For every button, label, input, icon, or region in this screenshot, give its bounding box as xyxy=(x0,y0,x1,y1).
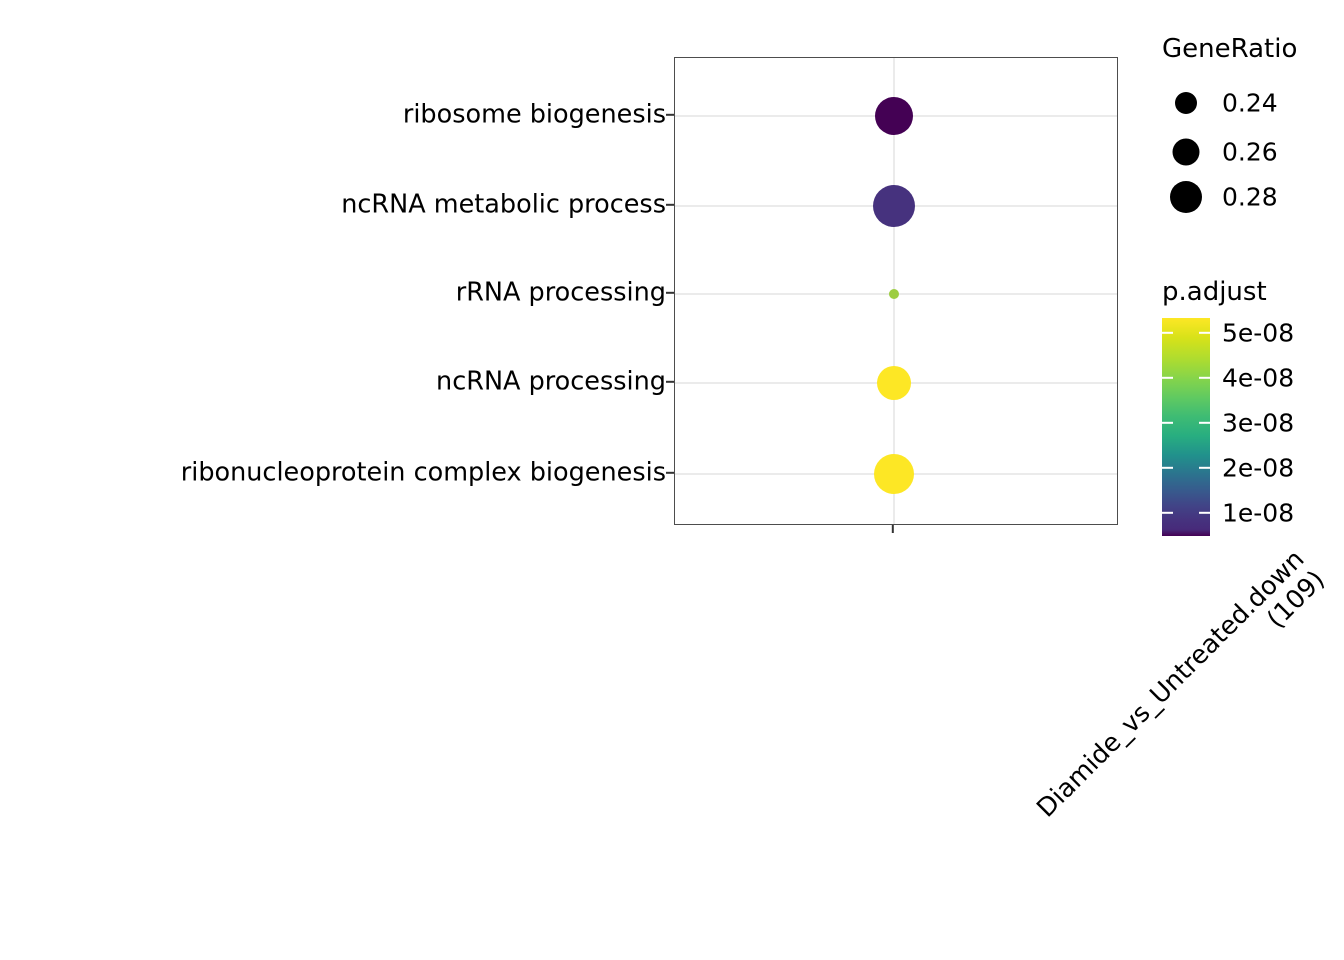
y-axis: ribosome biogenesis ncRNA metabolic proc… xyxy=(0,0,666,960)
y-tick-mark xyxy=(666,291,674,295)
y-tick-mark xyxy=(666,380,674,384)
colorbar-tick xyxy=(1199,376,1210,380)
y-tick-label-rrna-processing: rRNA processing xyxy=(455,277,666,308)
colorbar-tick xyxy=(1199,466,1210,470)
colorbar-tick xyxy=(1162,511,1173,515)
data-point-ncrna-processing[interactable] xyxy=(877,366,911,400)
legend-generatio-marker-028 xyxy=(1170,181,1202,213)
colorbar-gradient xyxy=(1162,318,1210,536)
colorbar-tick xyxy=(1199,511,1210,515)
colorbar-tick xyxy=(1162,466,1173,470)
y-tick-label-ncrna-metabolic-process: ncRNA metabolic process xyxy=(341,189,666,220)
y-tick-mark xyxy=(666,471,674,475)
colorbar-tick xyxy=(1199,331,1210,335)
colorbar-tick xyxy=(1162,376,1173,380)
legend-generatio-label-028: 0.28 xyxy=(1222,182,1278,212)
data-point-ncrna-metabolic-process[interactable] xyxy=(873,185,915,227)
x-tick-mark xyxy=(891,525,895,533)
x-tick-label-line2: (109) xyxy=(1261,564,1331,635)
colorbar-label-2e-08: 2e-08 xyxy=(1222,453,1295,483)
legend-generatio-marker-024 xyxy=(1175,92,1197,114)
y-tick-label-ribosome-biogenesis: ribosome biogenesis xyxy=(402,99,666,130)
y-tick-mark xyxy=(666,203,674,207)
legend-padjust-colorbar xyxy=(1162,318,1210,536)
y-tick-label-ribonucleoprotein-complex-biogenesis: ribonucleoprotein complex biogenesis xyxy=(180,457,666,488)
y-tick-label-ncrna-processing: ncRNA processing xyxy=(436,366,666,397)
colorbar-label-4e-08: 4e-08 xyxy=(1222,363,1295,393)
x-tick-label-diamide-vs-untreated-down: Diamide_vs_Untreated.down (109) xyxy=(1031,544,1331,844)
colorbar-label-1e-08: 1e-08 xyxy=(1222,498,1295,528)
colorbar-tick xyxy=(1162,331,1173,335)
colorbar-tick xyxy=(1162,421,1173,425)
colorbar-tick xyxy=(1199,421,1210,425)
legend-padjust-title: p.adjust xyxy=(1162,277,1267,307)
colorbar-label-5e-08: 5e-08 xyxy=(1222,318,1295,348)
data-point-ribosome-biogenesis[interactable] xyxy=(875,97,913,135)
data-point-ribonucleoprotein-complex-biogenesis[interactable] xyxy=(874,454,914,494)
legend-generatio-marker-026 xyxy=(1172,138,1200,166)
data-point-rrna-processing[interactable] xyxy=(889,289,899,299)
legend-generatio-label-026: 0.26 xyxy=(1222,137,1278,167)
legend-generatio-title: GeneRatio xyxy=(1162,34,1298,64)
y-tick-mark xyxy=(666,113,674,117)
plot-panel xyxy=(674,57,1118,525)
legend-generatio-label-024: 0.24 xyxy=(1222,88,1278,118)
x-tick-label-line1: Diamide_vs_Untreated.down xyxy=(1031,544,1311,824)
colorbar-label-3e-08: 3e-08 xyxy=(1222,408,1295,438)
